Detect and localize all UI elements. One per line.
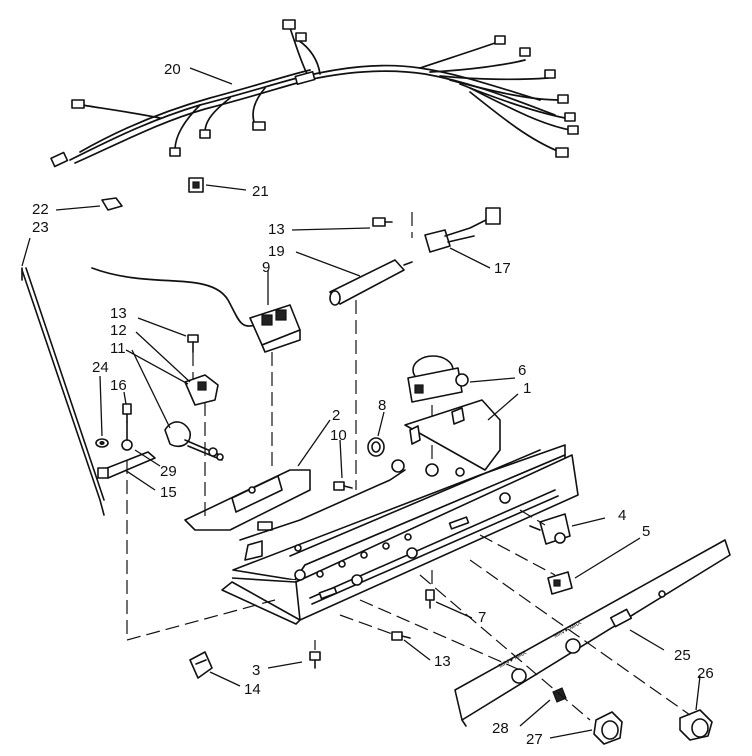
leader-lines	[21, 67, 701, 739]
callout-3: 3	[252, 662, 260, 679]
bracket-part-22	[101, 197, 123, 211]
assembly-lines	[126, 352, 691, 721]
rod-part-23	[21, 267, 105, 516]
screw-part-13-left	[187, 334, 199, 353]
switch-part-5	[547, 571, 573, 595]
shaft-part-11	[164, 421, 224, 461]
washer-part-24	[95, 438, 109, 448]
callout-25: 25	[674, 647, 691, 664]
callout-28: 28	[492, 720, 509, 737]
callout-22: 22	[32, 201, 49, 218]
clip-part-14	[189, 651, 213, 679]
screw-part-10	[333, 481, 353, 491]
callout-6: 6	[518, 362, 526, 379]
callout-13-lower: 13	[434, 653, 451, 670]
connector-part-17	[411, 207, 501, 253]
callout-23: 23	[32, 219, 49, 236]
knob-part-27	[593, 711, 623, 745]
callout-12: 12	[110, 322, 127, 339]
knob-part-26	[679, 709, 713, 741]
callout-19: 19	[268, 243, 285, 260]
callout-9: 9	[262, 259, 270, 276]
callout-13-top: 13	[268, 221, 285, 238]
clip-part-21	[188, 177, 204, 193]
switch-part-4	[529, 513, 571, 545]
screw-part-7	[425, 589, 435, 609]
callout-1: 1	[523, 380, 531, 397]
control-housing-part-1	[221, 399, 579, 625]
callout-21: 21	[252, 183, 269, 200]
callout-14: 14	[244, 681, 261, 698]
grommet-part-8	[367, 437, 385, 457]
callout-11: 11	[110, 340, 126, 357]
callout-24: 24	[92, 359, 109, 376]
lever-part-15	[97, 421, 156, 479]
callout-2: 2	[332, 407, 340, 424]
callout-labels: 20 21 22 23 13 19 17 9 13 12 11 24 16 6 …	[32, 61, 714, 748]
screw-part-13-lower	[391, 631, 411, 641]
callout-10: 10	[330, 427, 347, 444]
callout-7: 7	[478, 609, 486, 626]
callout-13-left: 13	[110, 305, 127, 322]
thermostat-switch-part-9	[91, 267, 301, 470]
screw-part-13-top	[372, 217, 393, 227]
callout-17: 17	[494, 260, 511, 277]
callout-15: 15	[160, 484, 177, 501]
callout-4: 4	[618, 507, 626, 524]
thermostat-part-6	[407, 355, 469, 460]
screw-part-16	[122, 403, 132, 423]
callout-20: 20	[164, 61, 181, 78]
callout-26: 26	[697, 665, 714, 682]
sensor-tube-part-19	[329, 259, 413, 490]
bracket-part-28	[552, 687, 567, 703]
callout-27: 27	[526, 731, 543, 748]
callout-29: 29	[160, 463, 177, 480]
bracket-part-12	[184, 374, 219, 406]
screw-part-3	[309, 651, 321, 669]
callout-16: 16	[110, 377, 127, 394]
callout-5: 5	[642, 523, 650, 540]
callout-8: 8	[378, 397, 386, 414]
wiring-harness	[50, 19, 579, 168]
mounting-bracket-part-2	[184, 469, 406, 561]
